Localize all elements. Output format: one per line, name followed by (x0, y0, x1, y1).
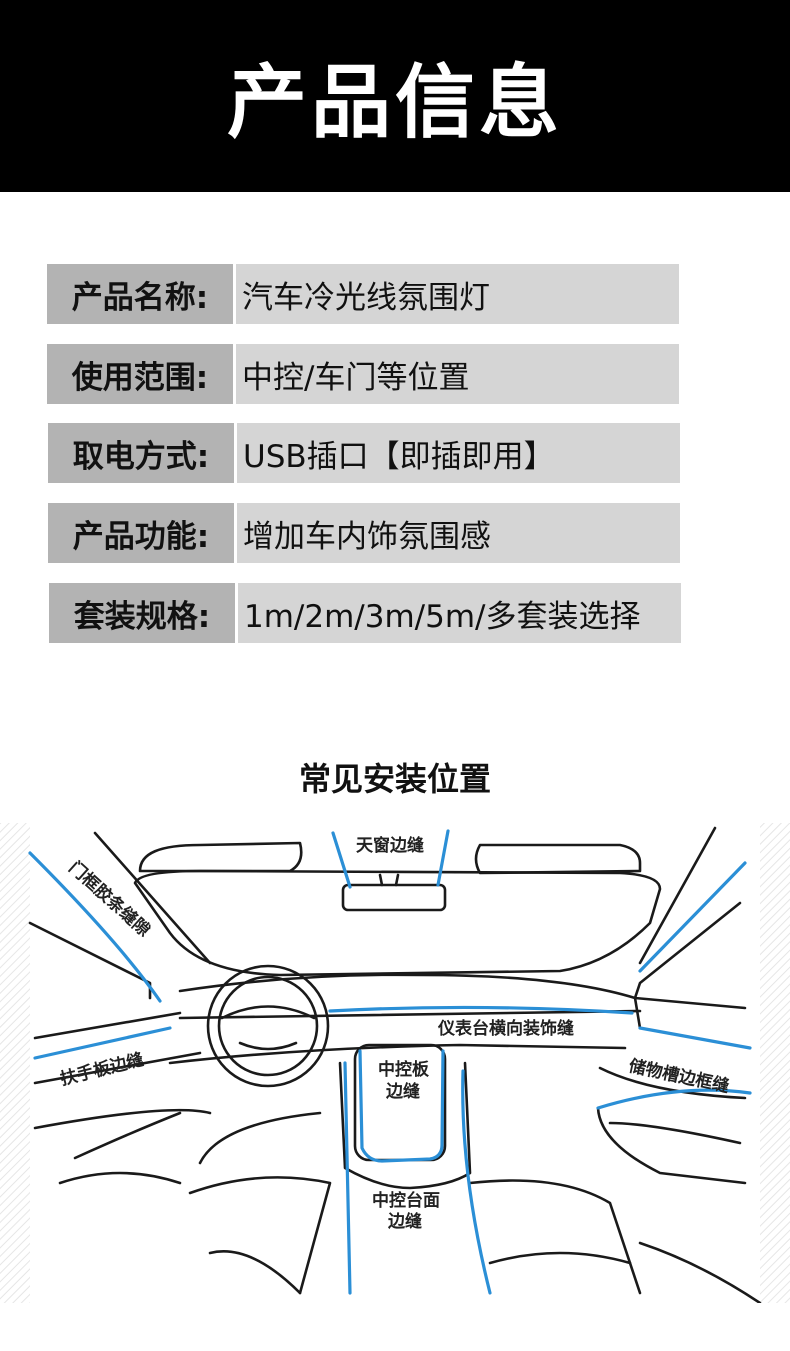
spec-label: 使用范围: (47, 344, 233, 404)
spec-value: 1m/2m/3m/5m/多套装选择 (238, 583, 681, 643)
callout-console-surface: 中控台面 (372, 1190, 440, 1211)
spec-table: 产品名称: 汽车冷光线氛围灯 使用范围: 中控/车门等位置 取电方式: USB插… (0, 0, 790, 660)
car-interior-illustration: 天窗边缝 门框胶条缝隙 扶手板边缝 仪表台横向装饰缝 中控板 边缝 储物槽边框缝… (0, 823, 790, 1303)
spec-row-power: 取电方式: USB插口【即插即用】 (48, 423, 680, 483)
spec-label: 产品名称: (47, 264, 233, 324)
spec-label: 取电方式: (48, 423, 234, 483)
spec-row-name: 产品名称: 汽车冷光线氛围灯 (47, 264, 679, 324)
spec-row-usage: 使用范围: 中控/车门等位置 (47, 344, 679, 404)
callout-console-panel: 中控板 (378, 1059, 430, 1080)
install-section-title: 常见安装位置 (298, 760, 491, 798)
spec-value: USB插口【即插即用】 (237, 423, 680, 483)
spec-label: 套装规格: (49, 583, 235, 643)
spec-value: 汽车冷光线氛围灯 (236, 264, 679, 324)
header-banner: 产品信息 (0, 0, 790, 192)
callout-console-panel-line2: 边缝 (385, 1081, 420, 1102)
spec-value: 中控/车门等位置 (236, 344, 679, 404)
callout-sunroof: 天窗边缝 (356, 835, 424, 856)
spec-row-function: 产品功能: 增加车内饰氛围感 (48, 503, 680, 563)
spec-label: 产品功能: (48, 503, 234, 563)
callout-console-surface-line2: 边缝 (387, 1211, 422, 1232)
car-interior-diagram: 天窗边缝 门框胶条缝隙 扶手板边缝 仪表台横向装饰缝 中控板 边缝 储物槽边框缝… (0, 823, 790, 1303)
spec-value: 增加车内饰氛围感 (237, 503, 680, 563)
callout-dashboard: 仪表台横向装饰缝 (437, 1018, 574, 1039)
callout-armrest: 扶手板边缝 (58, 1049, 146, 1090)
page-title: 产品信息 (227, 56, 563, 149)
spec-row-kit: 套装规格: 1m/2m/3m/5m/多套装选择 (49, 583, 681, 643)
